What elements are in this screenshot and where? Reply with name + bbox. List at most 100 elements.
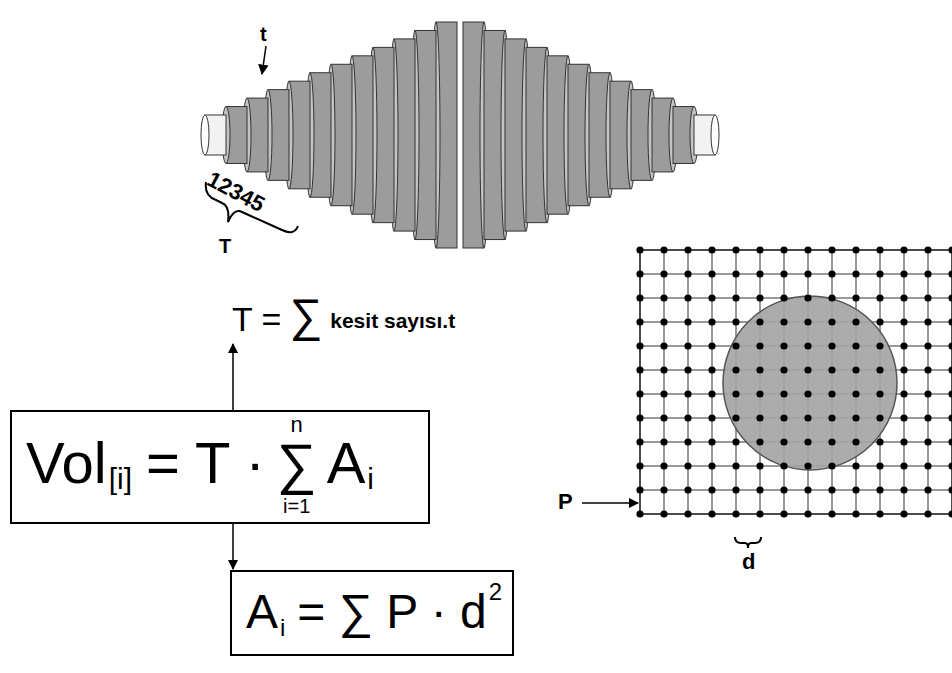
grid-point: [684, 390, 691, 397]
grid-point: [756, 414, 763, 421]
formula-part: i=1: [283, 496, 310, 516]
grid-point: [684, 294, 691, 301]
grid-point: [924, 342, 931, 349]
grid-point: [924, 318, 931, 325]
grid-point: [876, 318, 883, 325]
grid-point: [828, 318, 835, 325]
grid-point: [780, 486, 787, 493]
grid-point: [828, 246, 835, 253]
grid-point: [828, 462, 835, 469]
grid-point: [876, 510, 883, 517]
grid-frame: [640, 250, 952, 514]
grid-point: [804, 246, 811, 253]
grid-point: [684, 270, 691, 277]
grid-point: [780, 390, 787, 397]
point-grid: [636, 246, 952, 517]
grid-point: [756, 270, 763, 277]
formula-part: A: [246, 588, 278, 636]
grid-point: [660, 414, 667, 421]
disc-face: [711, 115, 719, 155]
grid-point: [708, 510, 715, 517]
grid-point: [804, 294, 811, 301]
grid-point: [660, 270, 667, 277]
grid-point: [732, 246, 739, 253]
formula-part: = ∑ P · d: [297, 588, 486, 636]
grid-point: [804, 510, 811, 517]
section-circle: [723, 296, 897, 470]
grid-point: [900, 510, 907, 517]
grid-point: [732, 486, 739, 493]
grid-point: [948, 270, 952, 277]
grid-point: [828, 438, 835, 445]
grid-point: [900, 390, 907, 397]
grid-point: [756, 342, 763, 349]
formula-part: i: [367, 464, 374, 494]
grid-point: [732, 438, 739, 445]
grid-point: [780, 462, 787, 469]
grid-point: [708, 246, 715, 253]
grid-point: [828, 294, 835, 301]
grid-point: [756, 318, 763, 325]
grid-point: [804, 390, 811, 397]
grid-point: [756, 510, 763, 517]
grid-point: [852, 366, 859, 373]
grid-point: [924, 414, 931, 421]
formula-box: Vol[i]= T ·∑ni=1Ai: [10, 410, 430, 524]
grid-point: [852, 294, 859, 301]
grid-point: [684, 342, 691, 349]
grid-point: [708, 318, 715, 325]
grid-point: [636, 246, 643, 253]
grid-point: [660, 342, 667, 349]
grid-point: [756, 390, 763, 397]
grid-point: [756, 366, 763, 373]
grid-point: [636, 294, 643, 301]
formula-part: ∑: [277, 436, 317, 492]
grid-point: [684, 438, 691, 445]
grid-point: [828, 342, 835, 349]
grid-point: [660, 486, 667, 493]
grid-point: [660, 246, 667, 253]
grid-point: [708, 462, 715, 469]
grid-point: [924, 438, 931, 445]
grid-point: [636, 390, 643, 397]
grid-point: [828, 486, 835, 493]
grid-point: [684, 366, 691, 373]
grid-point: [900, 438, 907, 445]
grid-point: [876, 390, 883, 397]
grid-point: [780, 438, 787, 445]
grid-point: [924, 294, 931, 301]
grid-point: [852, 390, 859, 397]
grid-point: [828, 366, 835, 373]
leader-line: [262, 46, 266, 74]
grid-point: [900, 414, 907, 421]
grid-point: [852, 462, 859, 469]
grid-point: [876, 462, 883, 469]
grid-point: [732, 366, 739, 373]
grid-point: [900, 294, 907, 301]
grid-point: [924, 510, 931, 517]
grid-point: [660, 390, 667, 397]
grid-point: [828, 390, 835, 397]
grid-point: [852, 510, 859, 517]
grid-point: [780, 270, 787, 277]
grid-point: [900, 246, 907, 253]
dimension-label: T: [219, 236, 231, 256]
grid-point: [684, 414, 691, 421]
grid-point: [636, 270, 643, 277]
grid-point: [636, 342, 643, 349]
grid-point: [780, 510, 787, 517]
formula-part: ∑: [289, 292, 322, 338]
slice-numbers: 12345: [204, 168, 268, 216]
grid-point: [924, 390, 931, 397]
grid-point: [684, 510, 691, 517]
grid-point: [732, 510, 739, 517]
grid-point: [924, 246, 931, 253]
grid-point: [852, 246, 859, 253]
grid-point: [876, 366, 883, 373]
grid-point: [804, 342, 811, 349]
grid-point: [948, 462, 952, 469]
grid-point: [804, 414, 811, 421]
grid-point: [636, 414, 643, 421]
grid-point: [828, 270, 835, 277]
grid-point: [708, 486, 715, 493]
